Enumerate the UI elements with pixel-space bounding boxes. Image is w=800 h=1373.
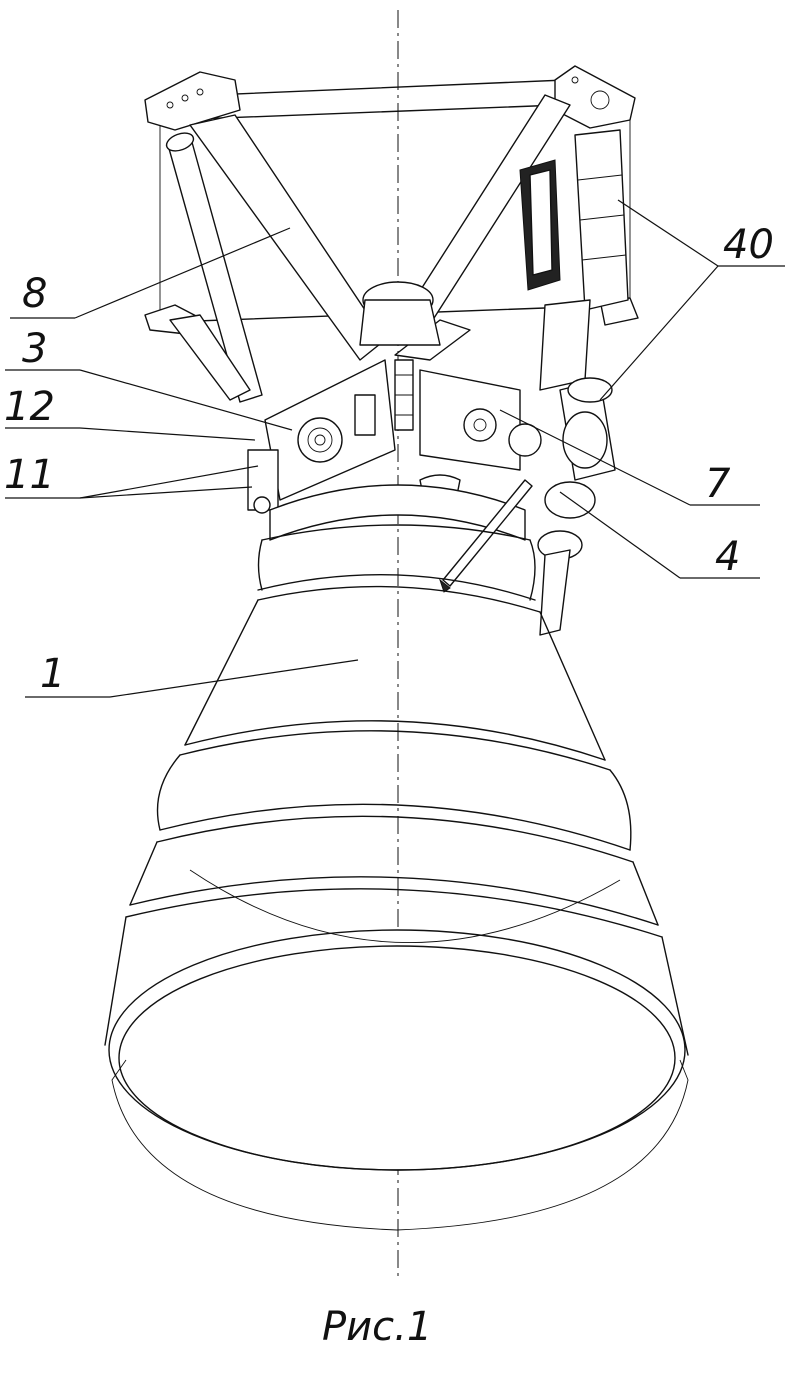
gimbal-frame <box>144 65 639 403</box>
label-40: 40 <box>723 222 774 268</box>
label-7: 7 <box>705 461 731 507</box>
label-11: 11 <box>4 452 55 498</box>
label-1: 1 <box>40 651 65 697</box>
nozzle <box>104 524 689 1231</box>
label-8: 8 <box>22 271 47 317</box>
chamber-body <box>247 281 542 541</box>
actuator-assembly <box>519 129 629 636</box>
figure-caption: Рис.1 <box>322 1304 432 1350</box>
leader-lines <box>5 199 785 698</box>
label-4: 4 <box>715 534 740 580</box>
callout-labels: 40 8 3 12 11 7 4 1 <box>4 222 774 697</box>
label-12: 12 <box>4 384 55 430</box>
label-3: 3 <box>22 326 47 372</box>
feed-rod <box>438 479 533 593</box>
